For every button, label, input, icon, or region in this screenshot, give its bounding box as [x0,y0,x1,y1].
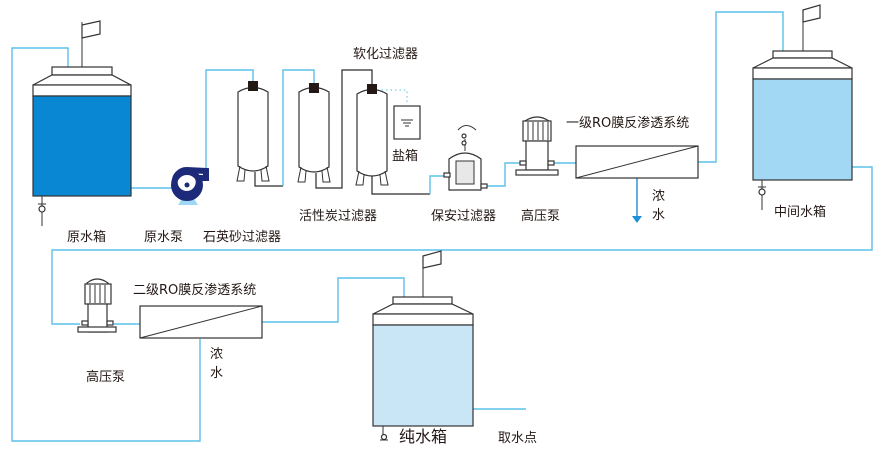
raw-water-tank: 原水箱 [32,20,132,245]
pipe-security-to-hp1 [484,162,522,187]
vessel-body [298,86,330,173]
flag-icon [81,20,101,39]
label-pure-tank: 纯水箱 [399,427,447,446]
high-pressure-pump-2: 高压泵 [77,278,125,385]
softener-filter: 软化过滤器 [353,47,418,186]
label-outlet: 取水点 [498,431,537,446]
label-salt-tank: 盐箱 [392,148,418,164]
label-hp-pump-2: 高压泵 [86,369,125,385]
tank-body [32,95,132,197]
label-ro1: 一级RO膜反渗透系统 [566,116,689,131]
pipe-ro1-to-mid-tank [698,11,784,163]
tank-body [752,78,853,181]
pipe-ro2-to-pure-tank [262,277,405,323]
tank-roof [32,74,132,86]
ro-membrane-1: 一级RO膜反渗透系统 浓 水 [566,116,699,223]
flag-icon [802,4,821,23]
label-concentrate-2b: 水 [210,366,223,381]
pipe-sand-bottom [254,172,283,187]
pipe-softener-bottom [371,176,430,195]
label-concentrate-1b: 水 [652,208,665,223]
pipe-return-loop [11,47,201,442]
pump-base [77,326,117,333]
label-mid-tank: 中间水箱 [774,204,826,220]
cartridge-window [455,160,475,185]
motor [522,120,552,142]
label-ro2: 二级RO膜反渗透系统 [133,283,256,298]
drain-valve-icon [380,433,388,441]
pipe-softener-to-security [429,175,446,194]
flag-icon [422,250,442,269]
arrow-down-icon [632,216,642,223]
raw-water-pump: 原水泵 [144,166,209,245]
label-raw-pump: 原水泵 [144,230,183,245]
tank-roof [752,57,853,69]
carbon-filter: 活性炭过滤器 [297,83,377,224]
tank-lid [392,296,453,305]
valve-head-icon [309,83,319,93]
salt-tank: 盐箱 [392,105,421,164]
label-security-filter: 保安过滤器 [431,209,496,224]
valve-head-icon [248,81,258,91]
label-sand-filter: 石英砂过滤器 [203,230,281,245]
pump-column [525,140,549,171]
label-carbon-filter: 活性炭过滤器 [299,209,377,224]
pipe-pump-to-sand [205,69,254,171]
drain-valve-icon [38,205,46,213]
label-softener: 软化过滤器 [353,47,418,62]
tank-lid [51,66,113,76]
ro-membrane-2: 二级RO膜反渗透系统 浓 水 [133,283,263,381]
pipe-mid-tank-to-hp2 [51,166,873,325]
vessel-body [356,88,388,177]
sand-filter: 石英砂过滤器 [203,81,281,245]
vessel-body [237,86,269,172]
membrane-diagonal [139,305,263,339]
tank-rim [752,67,853,80]
tank-lid [772,50,833,59]
tank-rim [32,84,132,97]
pipe-sand-to-carbon [282,69,315,186]
tank-body [372,324,474,427]
membrane-diagonal [575,145,699,179]
intermediate-water-tank: 中间水箱 [752,4,853,220]
label-raw-tank: 原水箱 [67,229,106,245]
pipe-salt-dotted [377,89,408,102]
label-hp-pump-1: 高压泵 [521,208,560,224]
label-concentrate-2a: 浓 [210,347,223,362]
pipe-carbon-to-softener [315,69,373,189]
security-filter: 保安过滤器 [431,125,496,224]
pure-water-tank: 纯水箱 取水点 [372,250,537,446]
motor [84,283,112,305]
pipes [11,11,873,442]
tank-rim [372,313,474,326]
pump-base [515,169,559,176]
drain-valve-icon [758,188,766,196]
label-concentrate-1a: 浓 [652,189,665,204]
tank-roof [372,303,474,315]
high-pressure-pump-1: 高压泵 [515,116,560,224]
valve-head-icon [367,84,377,94]
